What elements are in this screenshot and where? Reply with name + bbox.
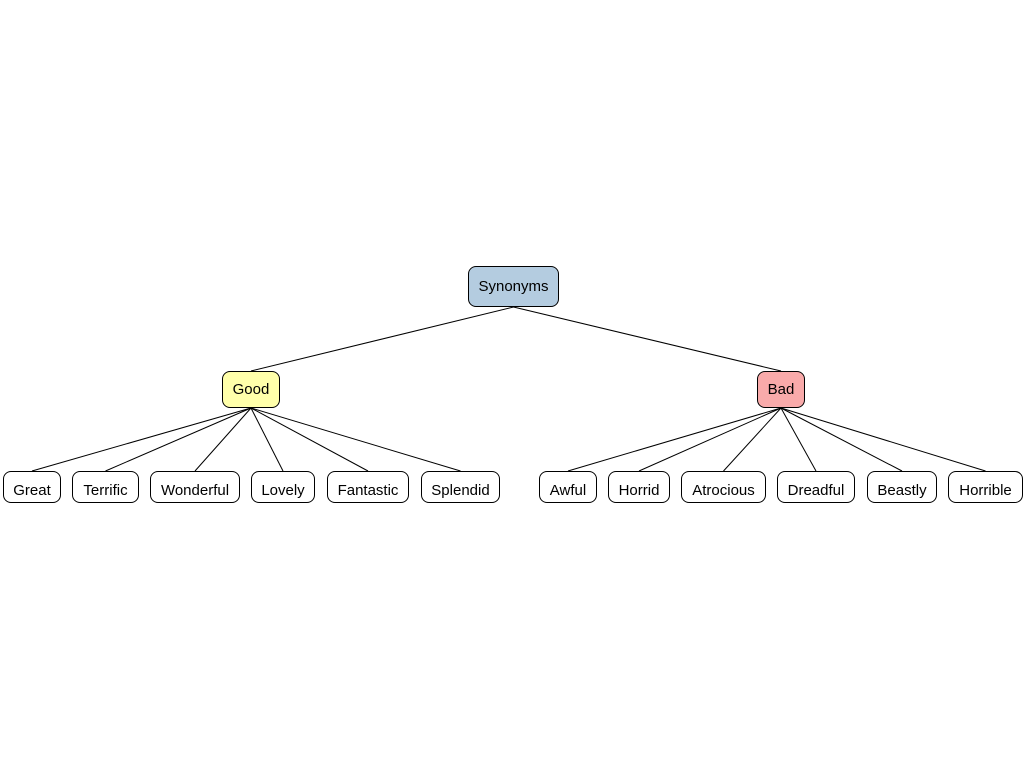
connector-bad-to-dreadful: [780, 407, 817, 472]
leaf-node-awful[interactable]: Awful: [539, 471, 597, 503]
leaf-node-label: Awful: [549, 481, 587, 499]
connector-bad-to-atrocious: [723, 407, 782, 472]
leaf-node-label: Splendid: [431, 481, 490, 499]
connector-bad-to-horrible: [780, 407, 986, 472]
connector-good-to-splendid: [250, 407, 461, 472]
category-node-label: Bad: [767, 381, 795, 398]
category-node-bad[interactable]: Bad: [757, 371, 805, 408]
category-node-label: Good: [232, 381, 270, 398]
leaf-node-horrid[interactable]: Horrid: [608, 471, 670, 503]
leaf-node-atrocious[interactable]: Atrocious: [681, 471, 766, 503]
leaf-node-terrific[interactable]: Terrific: [72, 471, 139, 503]
leaf-node-label: Horrible: [959, 481, 1012, 499]
leaf-node-label: Wonderful: [160, 481, 230, 499]
leaf-node-label: Horrid: [618, 481, 660, 499]
root-node-label: Synonyms: [478, 278, 549, 295]
leaf-node-label: Atrocious: [692, 481, 755, 499]
connector-good-to-terrific: [105, 407, 252, 472]
leaf-node-label: Fantastic: [337, 481, 399, 499]
leaf-node-label: Terrific: [83, 481, 128, 499]
connector-good-to-great: [31, 407, 252, 472]
leaf-node-splendid[interactable]: Splendid: [421, 471, 500, 503]
leaf-node-great[interactable]: Great: [3, 471, 61, 503]
connector-good-to-fantastic: [250, 407, 369, 472]
connector-root-to-bad: [513, 306, 782, 372]
connector-root-to-good: [250, 306, 514, 372]
leaf-node-wonderful[interactable]: Wonderful: [150, 471, 240, 503]
leaf-node-label: Great: [13, 481, 51, 499]
root-node-synonyms[interactable]: Synonyms: [468, 266, 559, 307]
leaf-node-fantastic[interactable]: Fantastic: [327, 471, 409, 503]
connector-bad-to-horrid: [638, 407, 782, 472]
connector-good-to-lovely: [250, 407, 284, 472]
leaf-node-horrible[interactable]: Horrible: [948, 471, 1023, 503]
leaf-node-dreadful[interactable]: Dreadful: [777, 471, 855, 503]
connector-bad-to-awful: [567, 407, 782, 472]
connector-good-to-wonderful: [194, 407, 252, 472]
leaf-node-label: Beastly: [877, 481, 927, 499]
leaf-node-label: Dreadful: [787, 481, 845, 499]
leaf-node-lovely[interactable]: Lovely: [251, 471, 315, 503]
leaf-node-beastly[interactable]: Beastly: [867, 471, 937, 503]
leaf-node-label: Lovely: [261, 481, 305, 499]
category-node-good[interactable]: Good: [222, 371, 280, 408]
connector-bad-to-beastly: [780, 407, 903, 472]
